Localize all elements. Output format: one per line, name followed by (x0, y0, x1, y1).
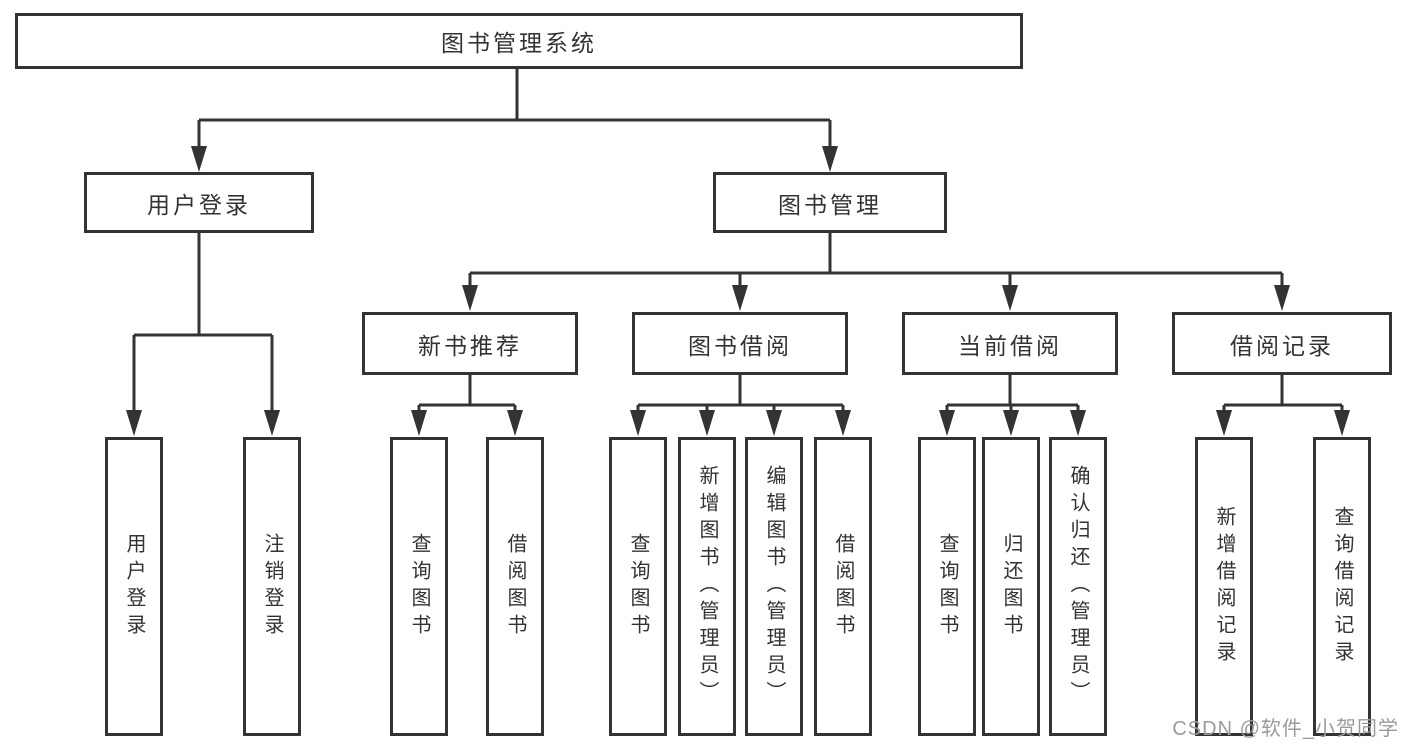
node-book-borrowing: 图书借阅 (632, 312, 848, 375)
node-user-login: 用户登录 (84, 172, 314, 233)
leaf-user-login: 用户登录 (105, 437, 163, 736)
node-library-system: 图书管理系统 (15, 13, 1023, 69)
leaf-add-book-admin: 新增图书（管理员） (678, 437, 736, 736)
leaf-query-books-current: 查询图书 (918, 437, 976, 736)
node-book-management: 图书管理 (713, 172, 947, 233)
node-borrowing-records: 借阅记录 (1172, 312, 1392, 375)
leaf-query-books-recommend: 查询图书 (390, 437, 448, 736)
leaf-add-borrow-record: 新增借阅记录 (1195, 437, 1253, 736)
leaf-query-books-borrowing: 查询图书 (609, 437, 667, 736)
node-new-book-recommendation: 新书推荐 (362, 312, 578, 375)
leaf-edit-book-admin: 编辑图书（管理员） (745, 437, 803, 736)
leaf-logout: 注销登录 (243, 437, 301, 736)
leaf-borrow-books-recommend: 借阅图书 (486, 437, 544, 736)
leaf-query-borrow-record: 查询借阅记录 (1313, 437, 1371, 736)
csdn-watermark: CSDN @软件_小贺同学 (1172, 718, 1399, 740)
leaf-borrow-books-borrowing: 借阅图书 (814, 437, 872, 736)
leaf-return-books: 归还图书 (982, 437, 1040, 736)
node-current-borrowing: 当前借阅 (902, 312, 1118, 375)
leaf-confirm-return-admin: 确认归还（管理员） (1049, 437, 1107, 736)
